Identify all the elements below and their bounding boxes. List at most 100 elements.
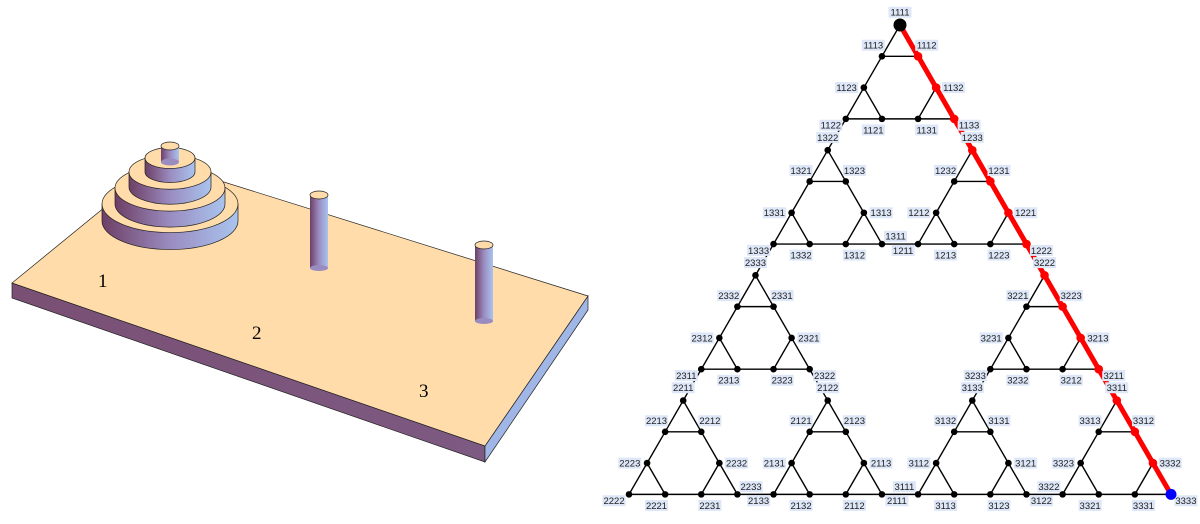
- disk-stack: [101, 141, 239, 250]
- vertex-label-bg: [698, 499, 722, 511]
- vertex-3221: [1023, 303, 1030, 310]
- edge-3121-3123: [989, 462, 1010, 495]
- vertex-label-2212: 2212: [699, 416, 720, 427]
- vertex-3232: [1023, 365, 1030, 373]
- vertex-1311: [878, 240, 886, 248]
- vertex-3312: [1130, 427, 1140, 437]
- vertex-label-2133: 2133: [748, 496, 769, 507]
- edge-3121-3122: [1007, 462, 1028, 495]
- vertex-label-bg: [717, 374, 741, 386]
- vertex-label-bg: [891, 244, 915, 256]
- vertex-labels: 1111111211131121112211231131113211331211…: [602, 6, 1198, 512]
- vertex-label-bg: [884, 230, 908, 242]
- edge-3112-3113: [935, 462, 955, 495]
- vertex-3321: [1095, 491, 1103, 498]
- vertex-label-3112: 3112: [909, 458, 929, 469]
- edge-2113-2123: [845, 431, 865, 464]
- vertex-label-3233: 3233: [965, 371, 986, 382]
- graph-edges: [628, 24, 1172, 496]
- vertex-2321: [788, 334, 795, 342]
- edge-1113-1123: [863, 55, 883, 88]
- vertex-1213: [950, 240, 958, 248]
- vertex-1321: [806, 178, 813, 185]
- vertex-label-2121: 2121: [790, 416, 811, 427]
- vertex-label-2112: 2112: [844, 501, 864, 512]
- vertex-label-1232: 1232: [935, 166, 956, 177]
- vertex-label-bg: [747, 244, 771, 256]
- vertex-3322: [1059, 491, 1066, 498]
- vertex-label-3111: 3111: [895, 482, 915, 493]
- vertex-label-3232: 3232: [1007, 376, 1028, 387]
- vertex-label-3211: 3211: [1103, 371, 1123, 382]
- edge-3111-3112: [917, 462, 937, 495]
- edge-2221-2223: [646, 462, 666, 495]
- vertex-label-3221: 3221: [1007, 291, 1028, 302]
- vertex-label-bg: [770, 290, 794, 302]
- vertex-label-bg: [1033, 257, 1057, 269]
- vertex-1333: [770, 240, 777, 248]
- vertex-label-bg: [861, 39, 885, 51]
- vertex-label-1123: 1123: [836, 83, 856, 94]
- vertex-label-3312: 3312: [1133, 416, 1154, 427]
- vertex-label-2132: 2132: [790, 501, 811, 512]
- vertex-1223: [987, 240, 994, 248]
- vertex-label-3231: 3231: [981, 333, 1002, 344]
- edge-1331-1333: [772, 212, 793, 245]
- edge-2311-2312: [700, 337, 720, 370]
- vertex-label-bg: [861, 124, 885, 136]
- vertex-label-1313: 1313: [871, 208, 892, 219]
- vertex-2213: [661, 428, 669, 436]
- vertex-label-bg: [789, 249, 813, 261]
- vertex-1232: [950, 178, 958, 185]
- vertex-label-2122: 2122: [817, 383, 838, 394]
- vertex-3333: [1165, 488, 1177, 500]
- vertex-2113: [860, 459, 868, 467]
- vertex-2313: [734, 365, 741, 373]
- vertex-3213: [1076, 333, 1085, 343]
- vertex-label-3122: 3122: [1031, 496, 1052, 507]
- edge-3121-3131: [989, 431, 1010, 464]
- vertex-1113: [878, 52, 886, 60]
- vertex-label-bg: [1174, 495, 1198, 507]
- vertex-label-2232: 2232: [726, 458, 747, 469]
- vertex-label-bg: [1131, 499, 1155, 511]
- edge-3221-3231: [1007, 306, 1028, 339]
- vertex-label-bg: [789, 415, 813, 427]
- vertex-label-bg: [762, 457, 786, 469]
- vertex-label-bg: [907, 207, 931, 219]
- vertex-label-1122: 1122: [821, 121, 841, 132]
- vertex-label-bg: [869, 207, 893, 219]
- vertex-2332: [734, 303, 741, 310]
- vertex-label-bg: [960, 131, 984, 143]
- vertex-1331: [788, 209, 795, 217]
- vertex-1332: [806, 240, 813, 248]
- vertex-label-bg: [987, 249, 1011, 261]
- vertex-label-bg: [1014, 207, 1038, 219]
- vertex-label-1321: 1321: [790, 166, 811, 177]
- vertex-label-2222: 2222: [603, 496, 624, 507]
- vertex-label-2111: 2111: [887, 496, 907, 507]
- vertex-label-3222: 3222: [1034, 258, 1055, 269]
- vertex-label-bg: [934, 499, 958, 511]
- vertex-label-2131: 2131: [764, 458, 785, 469]
- vertex-label-3223: 3223: [1061, 291, 1082, 302]
- vertex-2322: [806, 365, 813, 373]
- vertex-label-1311: 1311: [885, 232, 905, 243]
- vertex-label-bg: [816, 382, 840, 394]
- vertex-1121: [878, 115, 886, 123]
- vertex-1133: [949, 114, 959, 124]
- edge-1211-1212: [917, 212, 937, 245]
- peg-3: [474, 240, 494, 324]
- vertex-2112: [842, 491, 850, 498]
- vertex-2122: [824, 397, 832, 404]
- edge-3221-3222: [1025, 274, 1046, 307]
- peg-label-1: 1: [98, 271, 108, 292]
- vertex-label-bg: [770, 374, 794, 386]
- vertex-label-bg: [941, 82, 965, 94]
- edge-2232-2233: [718, 462, 739, 495]
- vertex-label-bg: [1158, 457, 1182, 469]
- peg-1: [160, 141, 180, 166]
- vertex-label-bg: [907, 457, 931, 469]
- vertex-2222: [625, 491, 633, 498]
- vertex-label-2231: 2231: [699, 501, 720, 512]
